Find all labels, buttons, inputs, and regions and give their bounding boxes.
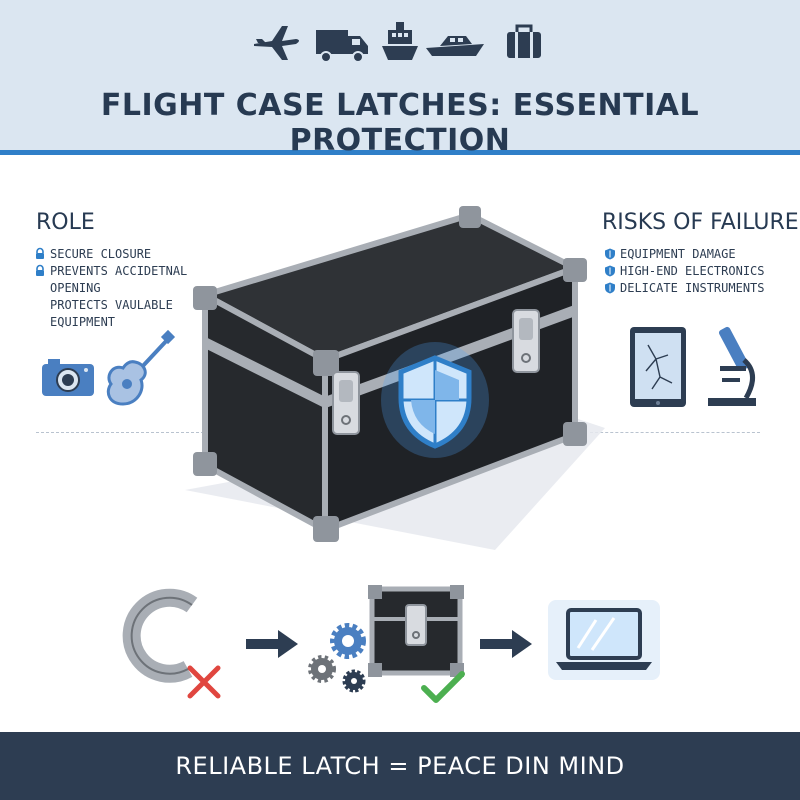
airplane-icon — [254, 26, 299, 60]
list-item: SECURE CLOSURE — [34, 246, 234, 263]
list-item: EQUIPMENT — [34, 314, 234, 331]
page-title: FLIGHT CASE LATCHES: ESSENTIAL PROTECTIO… — [100, 88, 700, 158]
green-check-icon — [421, 671, 465, 703]
role-divider — [36, 432, 204, 433]
gears-icon — [308, 623, 366, 693]
list-item: DELICATE INSTRUMENTS — [604, 280, 784, 297]
list-item-text: EQUIPMENT — [50, 315, 116, 329]
microscope-icon — [708, 326, 756, 406]
role-list: SECURE CLOSURE PREVENTS ACCIDETNAL OPENI… — [34, 246, 234, 331]
list-item-text: PREVENTS ACCIDETNAL OPENING — [50, 264, 188, 295]
list-item-text: DELICATE INSTRUMENTS — [620, 281, 765, 295]
cracked-tablet-icon — [630, 327, 686, 407]
truck-icon — [316, 30, 368, 63]
list-item: PROTECTS VAULABLE — [34, 297, 234, 314]
guitar-icon — [106, 329, 176, 406]
closed-case-icon — [368, 585, 464, 677]
arrow-right-icon — [480, 630, 532, 658]
flight-case-illustration — [185, 206, 605, 550]
list-item: PREVENTS ACCIDETNAL OPENING — [34, 263, 234, 297]
risks-list: EQUIPMENT DAMAGE HIGH-END ELECTRONICS DE… — [604, 246, 784, 297]
arrow-right-icon — [246, 630, 298, 658]
role-heading: ROLE — [36, 210, 95, 235]
list-item-text: PROTECTS VAULABLE — [50, 298, 173, 312]
shield-icon — [605, 265, 615, 277]
risks-divider — [590, 432, 760, 433]
laptop-icon — [548, 600, 660, 680]
risks-heading: RISKS OF FAILURE — [602, 210, 799, 235]
list-item-text: HIGH-END ELECTRONICS — [620, 264, 765, 278]
shield-icon — [605, 248, 615, 260]
red-x-icon — [187, 665, 221, 699]
header-divider — [0, 150, 800, 155]
shield-icon — [605, 282, 615, 294]
list-item-text: SECURE CLOSURE — [50, 247, 152, 261]
list-item: EQUIPMENT DAMAGE — [604, 246, 784, 263]
list-item: HIGH-END ELECTRONICS — [604, 263, 784, 280]
camera-icon — [42, 359, 94, 396]
lock-icon — [36, 247, 44, 259]
broken-latch-icon — [122, 588, 204, 683]
list-item-text: EQUIPMENT DAMAGE — [620, 247, 736, 261]
ship-icon — [382, 22, 418, 60]
boat-icon — [426, 36, 484, 56]
suitcase-icon — [507, 24, 541, 58]
footer-tagline: RELIABLE LATCH = PEACE DIN MIND — [175, 752, 625, 780]
lock-icon — [36, 264, 44, 276]
footer-banner — [0, 732, 800, 800]
